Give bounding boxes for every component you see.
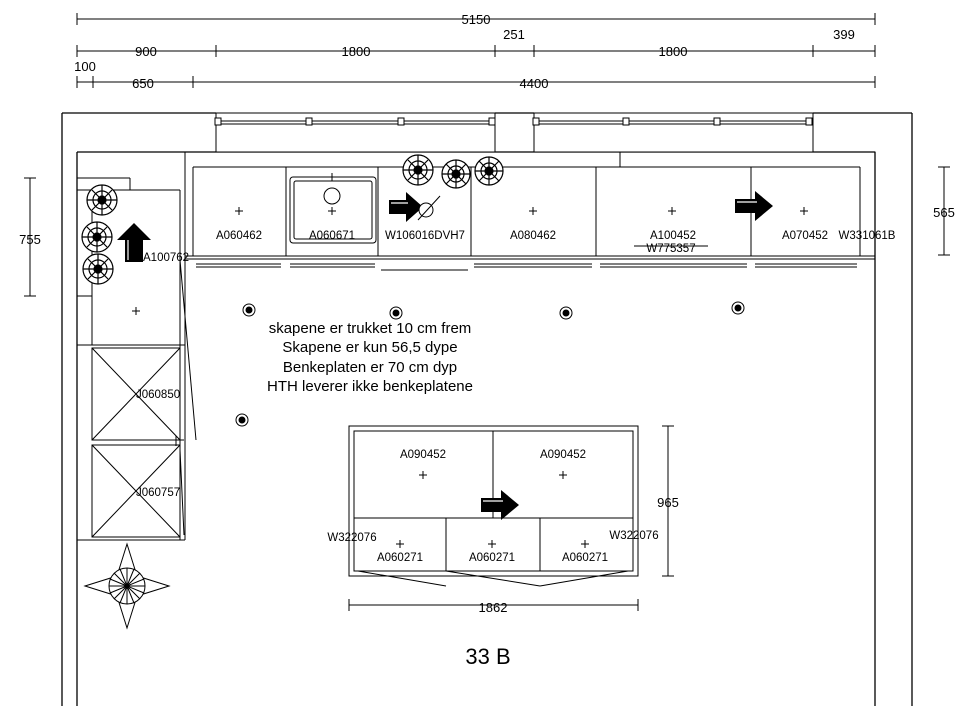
- ceiling-spotlights: [235, 301, 745, 427]
- fridge-arrow-icon: [735, 191, 773, 221]
- plant-icons-left: [81, 184, 118, 285]
- dim-100: 100: [74, 59, 96, 74]
- note-line-4: HTH leverer ikke benkeplatene: [267, 378, 473, 395]
- dimension-lines-top: [76, 13, 876, 88]
- dim-650: 650: [132, 76, 154, 91]
- cabinet-label-a070452: A070452: [782, 230, 828, 242]
- plant-icons-top: [402, 154, 504, 189]
- note-line-1: skapene er trukket 10 cm frem: [269, 320, 472, 337]
- dishwasher-slash: [417, 195, 441, 221]
- dim-1800-a: 1800: [342, 44, 371, 59]
- left-cabinet-run: [77, 152, 197, 541]
- dim-island-width: 1862: [479, 600, 508, 615]
- cabinet-label-a060271-2: A060271: [469, 552, 515, 564]
- left-arrow-icon: [117, 223, 151, 262]
- cabinet-label-w331061b: W331061B: [839, 230, 896, 242]
- room-walls: [61, 112, 913, 706]
- cabinet-label-a100762: A100762: [143, 252, 189, 264]
- cabinet-label-j060850: J060850: [136, 389, 180, 401]
- window-right: [532, 112, 814, 153]
- room-label: 33 B: [465, 644, 510, 669]
- cabinet-label-a060462: A060462: [216, 230, 262, 242]
- note-line-2: Skapene er kun 56,5 dype: [282, 339, 457, 356]
- dim-399: 399: [833, 27, 855, 42]
- cabinet-label-w775357: W775357: [646, 243, 695, 255]
- dim-4400: 4400: [520, 76, 549, 91]
- dishwasher-arrow-icon: [389, 192, 423, 222]
- dim-251: 251: [503, 27, 525, 42]
- cabinet-label-a090452-right: A090452: [540, 449, 586, 461]
- note-line-3: Benkeplaten er 70 cm dyp: [283, 359, 457, 376]
- cabinet-label-a060671: A060671: [309, 230, 355, 242]
- compass-rose-icon: [83, 542, 171, 630]
- dim-900: 900: [135, 44, 157, 59]
- window-left: [214, 112, 496, 153]
- cabinet-center-marks-island: [396, 471, 589, 548]
- cabinet-label-a090452-left: A090452: [400, 449, 446, 461]
- island-arrow-icon: [481, 490, 519, 520]
- dishwasher-symbol-icon: [418, 202, 434, 218]
- cabinet-label-a060271-1: A060271: [377, 552, 423, 564]
- cabinet-center-marks-top: [235, 173, 808, 247]
- cabinet-label-w322076-right: W322076: [609, 530, 658, 542]
- cabinet-label-w106016dvh7: W106016DVH7: [385, 230, 465, 242]
- cabinet-label-w322076-left: W322076: [327, 532, 376, 544]
- dim-1800-b: 1800: [659, 44, 688, 59]
- cabinet-label-a080462: A080462: [510, 230, 556, 242]
- cabinet-center-mark-left: [132, 307, 140, 315]
- dim-island-depth: 965: [657, 495, 679, 510]
- cabinet-label-a100452: A100452: [650, 230, 696, 242]
- dimension-lines-side: [24, 166, 950, 611]
- dim-left-height: 755: [19, 232, 41, 247]
- cabinet-label-a060271-3: A060271: [562, 552, 608, 564]
- dim-total-width: 5150: [462, 12, 491, 27]
- cabinet-label-j060757: J060757: [136, 487, 180, 499]
- dim-right-height: 565: [933, 205, 955, 220]
